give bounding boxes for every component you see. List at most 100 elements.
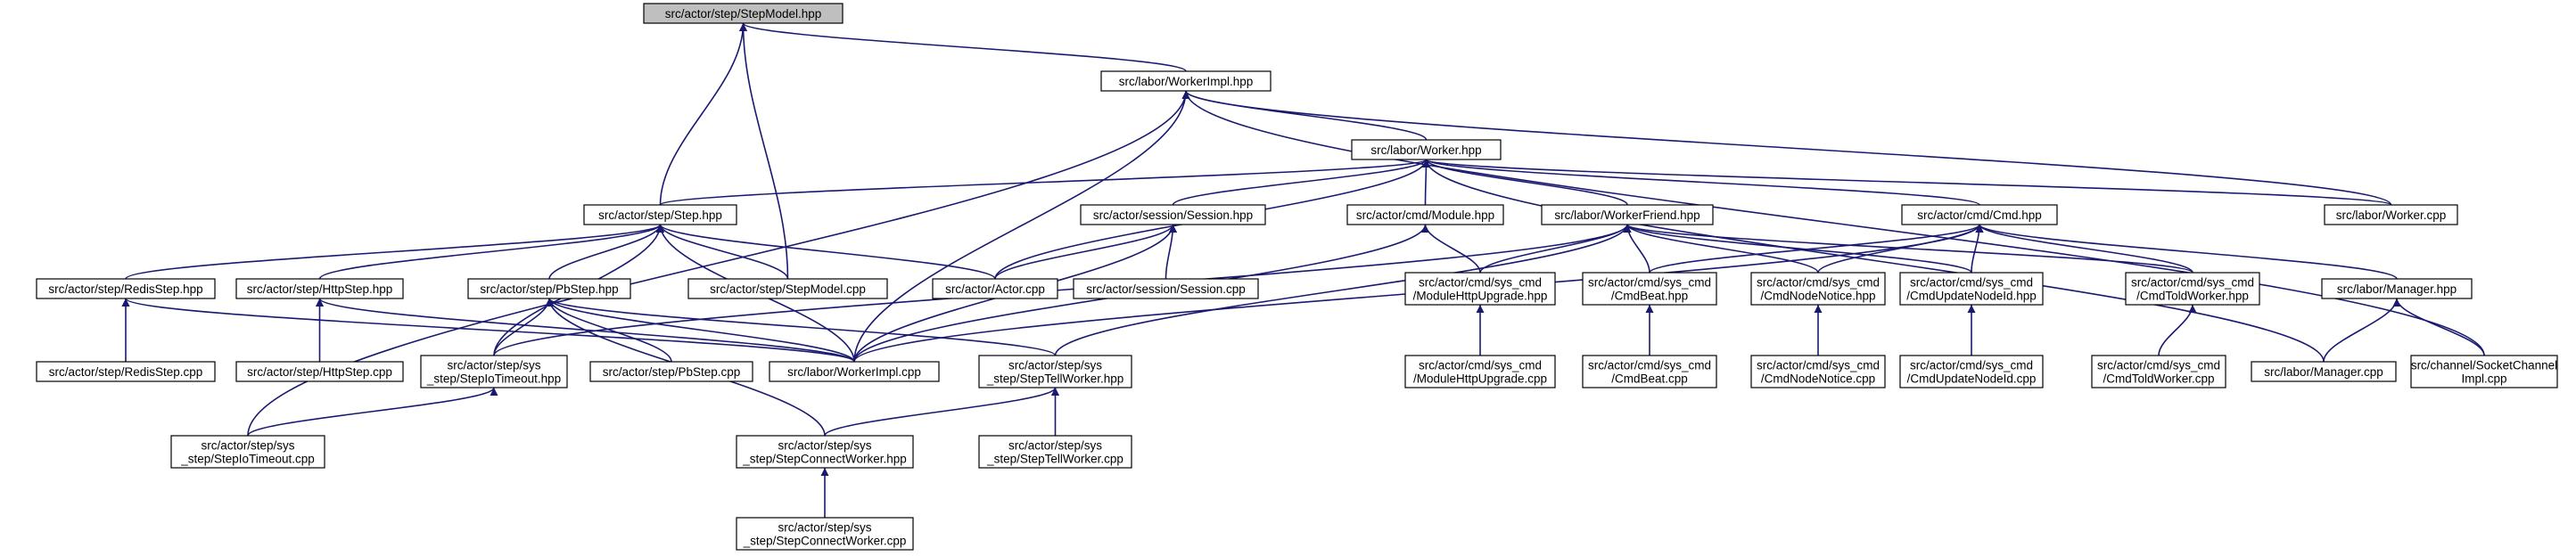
file-node-box bbox=[170, 435, 325, 469]
file-node-worker-cpp[interactable]: src/labor/Worker.cpp bbox=[2324, 204, 2458, 225]
dependency-edge bbox=[656, 224, 996, 280]
dependency-edge bbox=[853, 90, 1190, 363]
file-node-redisstep-cpp[interactable]: src/actor/step/RedisStep.cpp bbox=[36, 361, 216, 382]
dependency-edge bbox=[545, 298, 672, 363]
file-node-label: src/actor/cmd/sys_cmd bbox=[1419, 276, 1542, 290]
dependency-edge bbox=[1181, 90, 2392, 206]
file-node-label: src/actor/cmd/Cmd.hpp bbox=[1917, 208, 2042, 222]
file-node-stepiotimeout-cpp[interactable]: src/actor/step/sys_step/StepIoTimeout.cp… bbox=[170, 435, 325, 469]
dependency-edge bbox=[247, 90, 1190, 437]
file-node-session-hpp[interactable]: src/actor/session/Session.hpp bbox=[1080, 204, 1266, 225]
file-node-label: src/actor/cmd/sys_cmd bbox=[1910, 276, 2033, 290]
file-node-pbstep-hpp[interactable]: src/actor/step/PbStep.hpp bbox=[467, 278, 631, 299]
file-node-label: src/actor/step/sys bbox=[1008, 439, 1102, 453]
file-node-label: src/actor/step/RedisStep.hpp bbox=[48, 282, 202, 296]
file-node-cmdnodenotice-cpp[interactable]: src/actor/cmd/sys_cmd/CmdNodeNotice.cpp bbox=[1750, 355, 1886, 388]
file-node-step-hpp[interactable]: src/actor/step/Step.hpp bbox=[583, 204, 737, 225]
file-node-label: src/actor/cmd/sys_cmd bbox=[1419, 359, 1542, 372]
file-node-stepiotimeout-hpp[interactable]: src/actor/step/sys_step/StepIoTimeout.hp… bbox=[420, 355, 568, 388]
file-node-label: _step/StepTellWorker.hpp bbox=[986, 372, 1124, 386]
file-node-box bbox=[736, 517, 914, 551]
dependency-edge bbox=[1422, 159, 1980, 206]
file-node-modulehttpupgrade-cpp[interactable]: src/actor/cmd/sys_cmd/ModuleHttpUpgrade.… bbox=[1404, 355, 1556, 388]
dependency-edge bbox=[548, 224, 664, 280]
file-node-label: src/labor/Worker.cpp bbox=[2336, 208, 2447, 222]
file-node-manager-cpp[interactable]: src/labor/Manager.cpp bbox=[2251, 361, 2397, 382]
dependency-edge bbox=[1181, 90, 1428, 141]
file-node-httpstep-hpp[interactable]: src/actor/step/HttpStep.hpp bbox=[235, 278, 404, 299]
file-node-box bbox=[1582, 355, 1717, 388]
file-node-box bbox=[1404, 272, 1556, 306]
file-node-label: src/actor/cmd/sys_cmd bbox=[2131, 276, 2254, 290]
file-node-stepconnectworker-cpp[interactable]: src/actor/step/sys_step/StepConnectWorke… bbox=[736, 517, 914, 551]
file-node-box bbox=[1582, 272, 1717, 306]
file-node-redisstep-hpp[interactable]: src/actor/step/RedisStep.hpp bbox=[36, 278, 216, 299]
file-node-session-cpp[interactable]: src/actor/session/Session.cpp bbox=[1073, 278, 1259, 299]
file-node-label: src/actor/step/HttpStep.cpp bbox=[247, 365, 392, 379]
file-node-label: src/channel/SocketChannel bbox=[2411, 359, 2557, 372]
file-node-label: /ModuleHttpUpgrade.cpp bbox=[1413, 372, 1547, 386]
file-node-pbstep-cpp[interactable]: src/actor/step/PbStep.cpp bbox=[589, 361, 753, 382]
file-node-box bbox=[932, 278, 1058, 299]
dependency-edge bbox=[493, 224, 1632, 356]
file-node-cmdtoldworker-hpp[interactable]: src/actor/cmd/sys_cmd/CmdToldWorker.hpp bbox=[2125, 272, 2260, 306]
file-node-worker-hpp[interactable]: src/labor/Worker.hpp bbox=[1351, 139, 1502, 160]
file-node-workerimpl-hpp[interactable]: src/labor/WorkerImpl.hpp bbox=[1100, 70, 1272, 92]
file-node-box bbox=[583, 204, 737, 225]
file-node-box bbox=[978, 355, 1132, 388]
file-node-modulehttpupgrade-hpp[interactable]: src/actor/cmd/sys_cmd/ModuleHttpUpgrade.… bbox=[1404, 272, 1556, 306]
file-node-label: src/actor/step/PbStep.cpp bbox=[603, 365, 741, 379]
dependency-edge bbox=[739, 22, 789, 280]
file-node-label: src/actor/step/RedisStep.cpp bbox=[49, 365, 203, 379]
file-node-box bbox=[736, 435, 914, 469]
dependency-edge bbox=[1623, 224, 2193, 274]
file-node-cmd-hpp[interactable]: src/actor/cmd/Cmd.hpp bbox=[1901, 204, 2058, 225]
file-node-label: /CmdUpdateNodeId.cpp bbox=[1907, 372, 2037, 386]
file-node-steptellworker-cpp[interactable]: src/actor/step/sys_step/StepTellWorker.c… bbox=[978, 435, 1132, 469]
file-node-cmdupdatenodeid-cpp[interactable]: src/actor/cmd/sys_cmd/CmdUpdateNodeId.cp… bbox=[1899, 355, 2044, 388]
file-node-label: src/actor/cmd/sys_cmd bbox=[1757, 276, 1880, 290]
file-node-cmdnodenotice-hpp[interactable]: src/actor/cmd/sys_cmd/CmdNodeNotice.hpp bbox=[1750, 272, 1886, 306]
file-node-workerfriend-hpp[interactable]: src/labor/WorkerFriend.hpp bbox=[1541, 204, 1714, 225]
file-node-label: /CmdBeat.hpp bbox=[1611, 290, 1688, 303]
file-node-box bbox=[1346, 204, 1504, 225]
file-node-cmdbeat-cpp[interactable]: src/actor/cmd/sys_cmd/CmdBeat.cpp bbox=[1582, 355, 1717, 388]
file-node-label: /ModuleHttpUpgrade.hpp bbox=[1413, 290, 1548, 303]
file-node-box bbox=[2125, 272, 2260, 306]
file-node-label: /CmdNodeNotice.cpp bbox=[1761, 372, 1875, 386]
file-node-module-hpp[interactable]: src/actor/cmd/Module.hpp bbox=[1346, 204, 1504, 225]
file-node-box bbox=[643, 3, 844, 24]
dependency-edge bbox=[1649, 224, 1984, 274]
file-node-actor-cpp[interactable]: src/actor/Actor.cpp bbox=[932, 278, 1058, 299]
file-node-label: src/labor/Manager.hpp bbox=[2337, 282, 2457, 296]
file-node-cmdtoldworker-cpp[interactable]: src/actor/cmd/sys_cmd/CmdToldWorker.cpp bbox=[2091, 355, 2226, 388]
dependency-edge bbox=[2392, 298, 2485, 356]
dependency-edge bbox=[824, 387, 1059, 437]
file-node-cmdbeat-hpp[interactable]: src/actor/cmd/sys_cmd/CmdBeat.hpp bbox=[1582, 272, 1717, 306]
file-node-stepmodel-cpp[interactable]: src/actor/step/StepModel.cpp bbox=[687, 278, 888, 299]
file-node-box bbox=[1080, 204, 1266, 225]
file-node-httpstep-cpp[interactable]: src/actor/step/HttpStep.cpp bbox=[235, 361, 404, 382]
file-node-stepmodel-hpp[interactable]: src/actor/step/StepModel.hpp bbox=[643, 3, 844, 24]
file-node-label: Impl.cpp bbox=[2461, 372, 2506, 386]
file-node-label: src/actor/step/sys bbox=[1008, 359, 1102, 372]
file-node-box bbox=[36, 278, 216, 299]
file-node-workerimpl-cpp[interactable]: src/labor/WorkerImpl.cpp bbox=[769, 361, 940, 382]
file-node-box bbox=[2091, 355, 2226, 388]
dependency-edge bbox=[1172, 159, 1430, 206]
file-node-label: src/actor/session/Session.hpp bbox=[1093, 208, 1253, 222]
file-node-box bbox=[1351, 139, 1502, 160]
file-node-label: _step/StepIoTimeout.hpp bbox=[426, 372, 561, 386]
file-node-box bbox=[1901, 204, 2058, 225]
file-node-label: _step/StepConnectWorker.hpp bbox=[742, 453, 907, 466]
dependency-edge bbox=[1422, 159, 2392, 206]
file-node-manager-hpp[interactable]: src/labor/Manager.hpp bbox=[2321, 278, 2473, 299]
file-node-box bbox=[2251, 361, 2397, 382]
file-node-label: src/actor/cmd/Module.hpp bbox=[1356, 208, 1494, 222]
file-node-cmdupdatenodeid-hpp[interactable]: src/actor/cmd/sys_cmd/CmdUpdateNodeId.hp… bbox=[1899, 272, 2044, 306]
file-node-box bbox=[1899, 355, 2044, 388]
file-node-steptellworker-hpp[interactable]: src/actor/step/sys_step/StepTellWorker.h… bbox=[978, 355, 1132, 388]
file-node-stepconnectworker-hpp[interactable]: src/actor/step/sys_step/StepConnectWorke… bbox=[736, 435, 914, 469]
